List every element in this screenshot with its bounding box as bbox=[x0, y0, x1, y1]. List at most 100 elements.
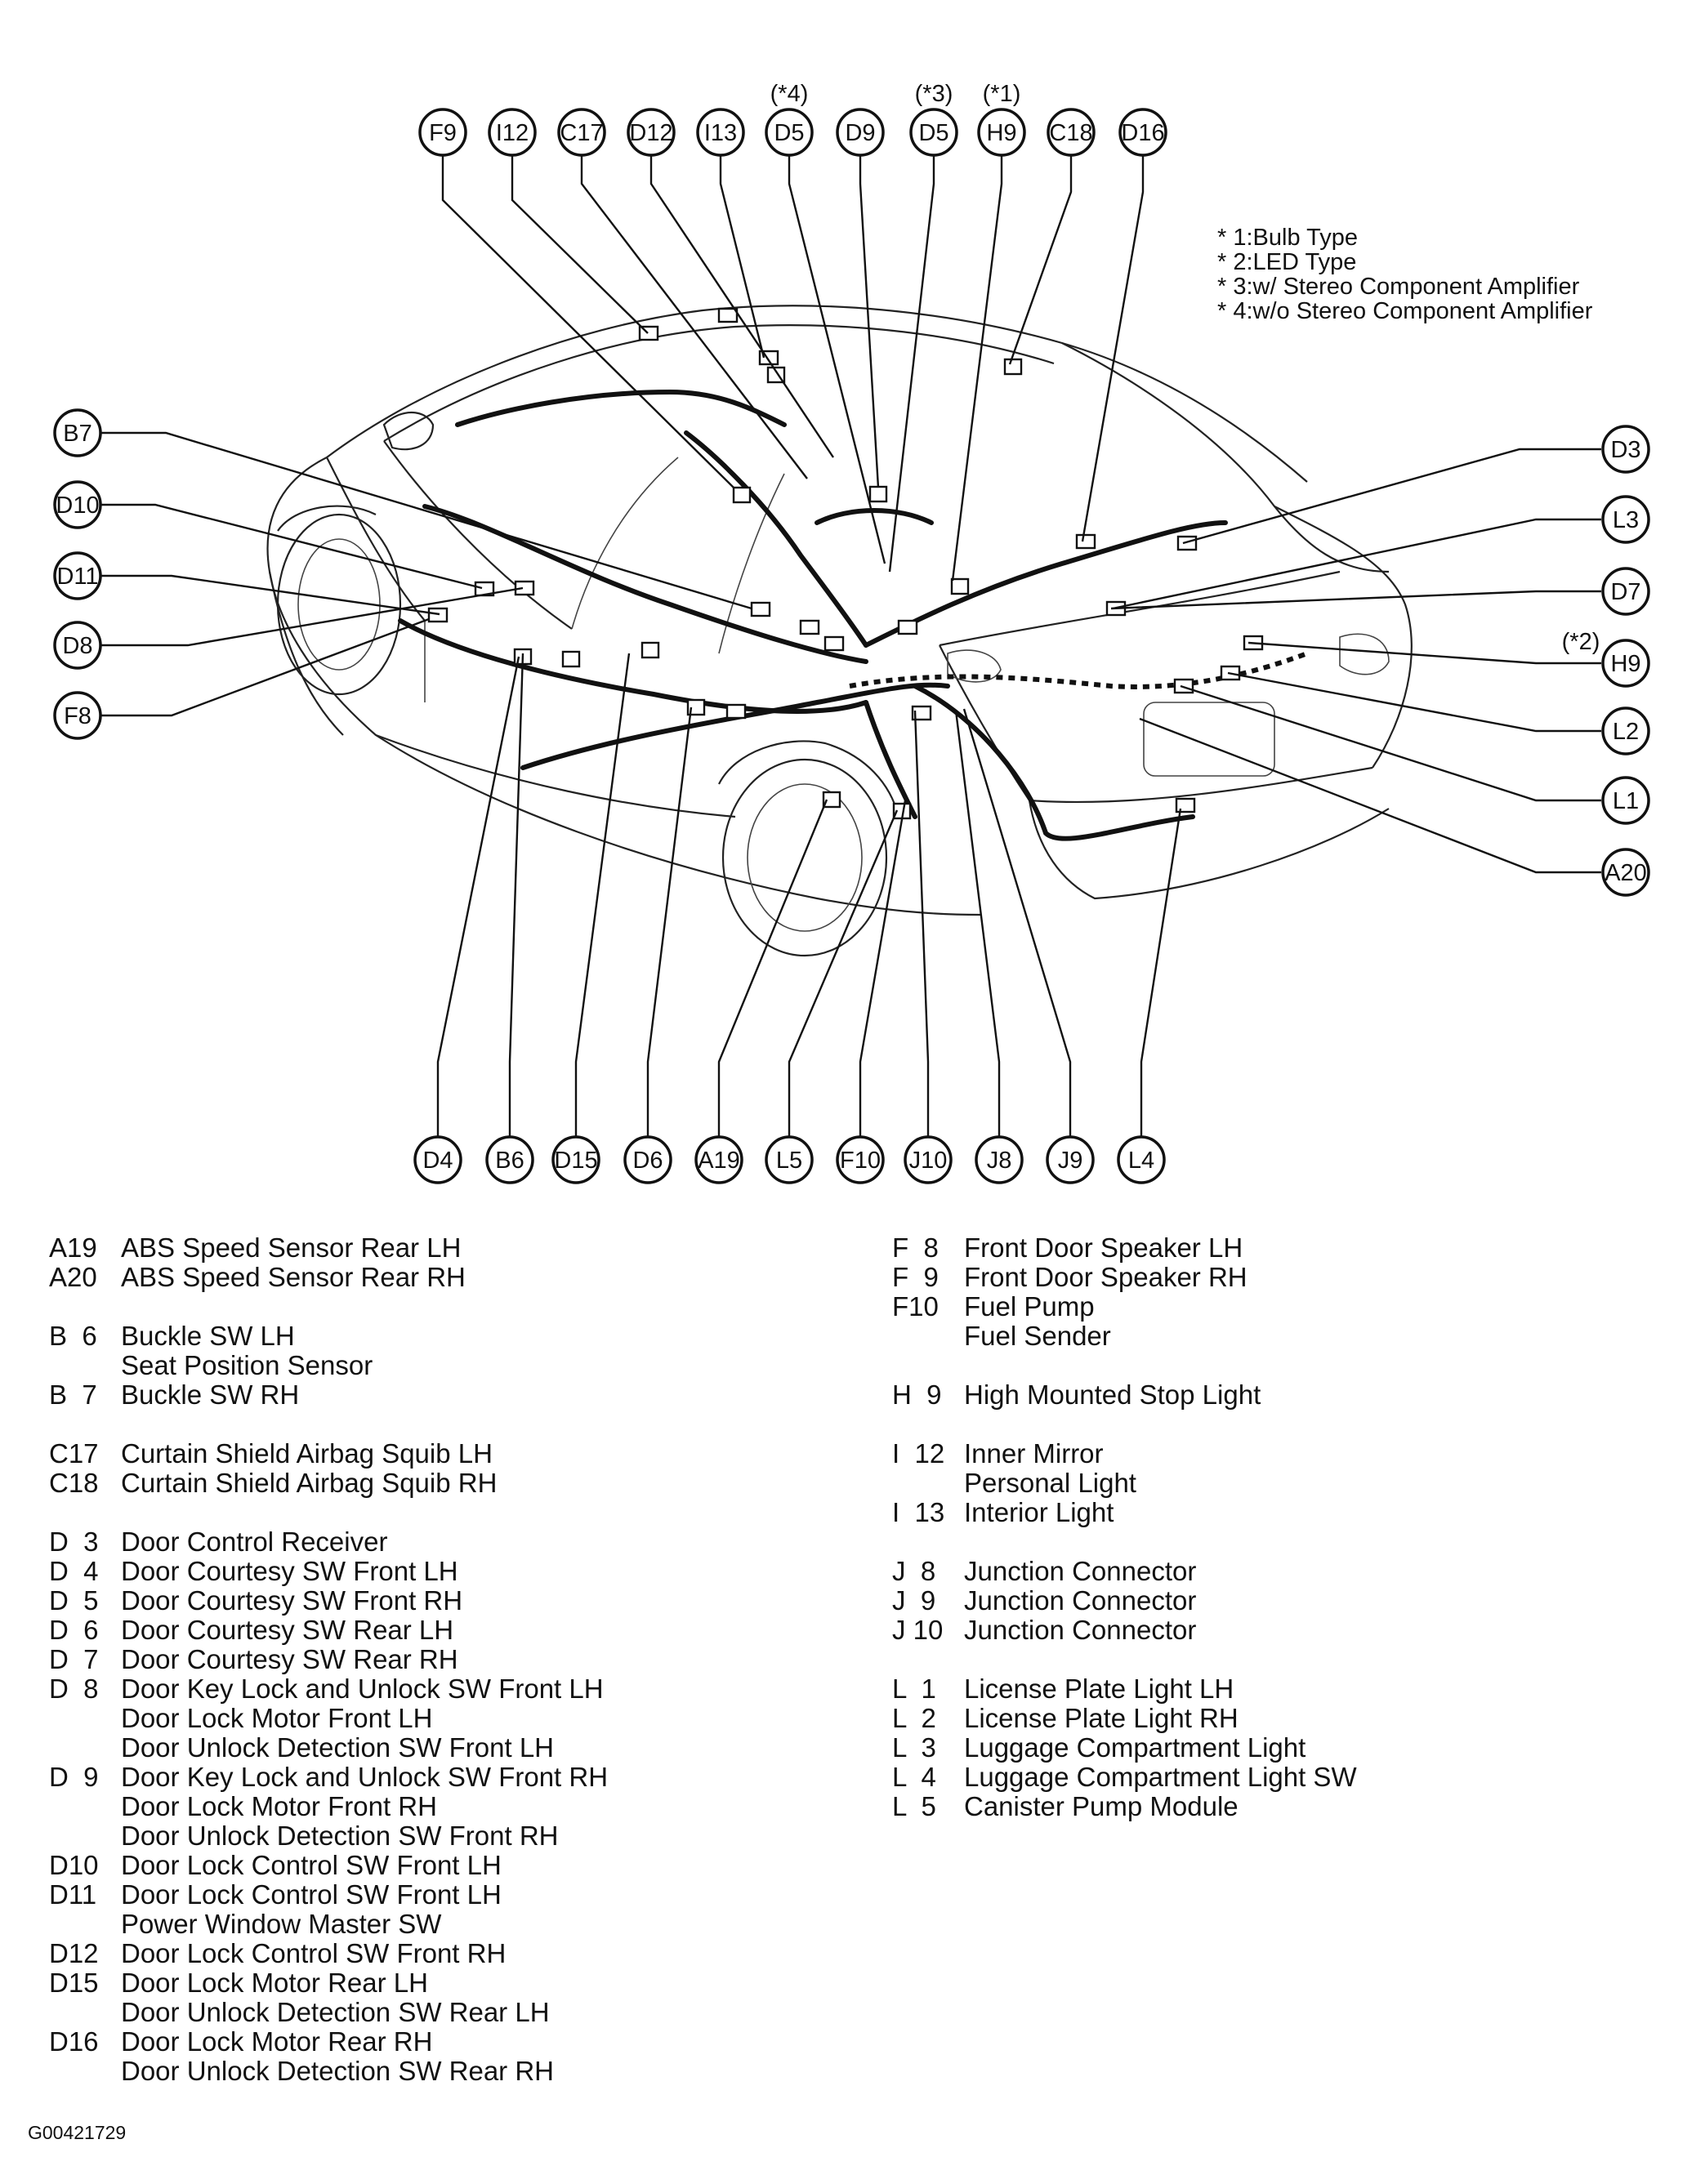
top-callouts: F9 I12 C17 D12 I13 D5 D9 D5 H9 C18 D16 (… bbox=[418, 81, 1167, 157]
legend-description-line: License Plate Light LH bbox=[964, 1674, 1234, 1704]
callout-d3[interactable]: D3 bbox=[1601, 425, 1650, 474]
callout-label: C18 bbox=[1049, 120, 1092, 146]
legend-code: F 8 bbox=[892, 1232, 939, 1263]
callout-h9-star2[interactable]: H9 bbox=[1601, 639, 1650, 688]
callout-b7[interactable]: B7 bbox=[53, 408, 102, 457]
variant-mark-star2: (*2) bbox=[1562, 629, 1600, 655]
legend-entry: C18 Curtain Shield Airbag Squib RH bbox=[49, 1469, 866, 1498]
legend-description: Luggage Compartment Light bbox=[964, 1733, 1627, 1763]
callout-d15[interactable]: D15 bbox=[551, 1135, 600, 1184]
callout-l5[interactable]: L5 bbox=[765, 1135, 814, 1184]
legend-code: D 4 bbox=[49, 1556, 99, 1586]
callout-label: D4 bbox=[422, 1148, 453, 1174]
callout-d9[interactable]: D9 bbox=[836, 108, 885, 157]
legend-description-line: Seat Position Sensor bbox=[121, 1350, 373, 1380]
callout-label: D5 bbox=[918, 120, 948, 146]
legend-description-line: Door Lock Control SW Front RH bbox=[121, 1938, 507, 1968]
legend-code: D11 bbox=[49, 1879, 97, 1910]
variant-mark-star1: (*1) bbox=[983, 81, 1021, 107]
legend-description-line: Buckle SW RH bbox=[121, 1379, 300, 1410]
callout-f8[interactable]: F8 bbox=[53, 691, 102, 740]
legend-description: Door Courtesy SW Front RH bbox=[121, 1586, 866, 1616]
legend-code: C18 bbox=[49, 1468, 99, 1498]
callout-label: B6 bbox=[495, 1148, 524, 1174]
legend-description-line: Front Door Speaker RH bbox=[964, 1262, 1248, 1292]
callout-label: D15 bbox=[554, 1148, 597, 1174]
legend-code: F 9 bbox=[892, 1262, 939, 1292]
callout-f10[interactable]: F10 bbox=[836, 1135, 885, 1184]
callout-d6[interactable]: D6 bbox=[623, 1135, 672, 1184]
legend-description-line: Junction Connector bbox=[964, 1585, 1197, 1616]
callout-label: H9 bbox=[1610, 651, 1640, 677]
legend-entry: F 9 Front Door Speaker RH bbox=[892, 1263, 1627, 1292]
callout-d5-star4[interactable]: D5 bbox=[765, 108, 814, 157]
footnote-2: * 2:LED Type bbox=[1217, 249, 1356, 275]
legend-description-line: Door Courtesy SW Rear RH bbox=[121, 1644, 458, 1674]
callout-b6[interactable]: B6 bbox=[485, 1135, 534, 1184]
callout-c17[interactable]: C17 bbox=[557, 108, 606, 157]
legend-description-line: Door Lock Motor Rear RH bbox=[121, 2026, 433, 2057]
callout-j9[interactable]: J9 bbox=[1046, 1135, 1095, 1184]
legend-description-line: Door Lock Motor Rear LH bbox=[121, 1968, 428, 1998]
callout-h9-star1[interactable]: H9 bbox=[977, 108, 1026, 157]
callout-j10[interactable]: J10 bbox=[904, 1135, 953, 1184]
callout-label: D6 bbox=[632, 1148, 663, 1174]
legend-code: L 2 bbox=[892, 1703, 936, 1733]
legend-description-line: Junction Connector bbox=[964, 1615, 1197, 1645]
callout-j8[interactable]: J8 bbox=[975, 1135, 1024, 1184]
callout-l1[interactable]: L1 bbox=[1601, 776, 1650, 825]
legend-code: A19 bbox=[49, 1232, 97, 1263]
legend-description-line: Door Lock Motor Front LH bbox=[121, 1703, 433, 1733]
legend-description-line: Door Lock Control SW Front LH bbox=[121, 1879, 502, 1910]
callout-d7[interactable]: D7 bbox=[1601, 567, 1650, 616]
legend-description: Door Lock Control SW Front RH bbox=[121, 1939, 866, 1968]
callout-c18[interactable]: C18 bbox=[1047, 108, 1096, 157]
callout-d12[interactable]: D12 bbox=[627, 108, 676, 157]
legend-description-line: Curtain Shield Airbag Squib RH bbox=[121, 1468, 498, 1498]
callout-d16[interactable]: D16 bbox=[1118, 108, 1167, 157]
legend-description-line: Luggage Compartment Light SW bbox=[964, 1762, 1357, 1792]
wire-harness bbox=[398, 389, 1309, 841]
callout-d5-star3[interactable]: D5 bbox=[909, 108, 958, 157]
variant-mark-star4: (*4) bbox=[770, 81, 809, 107]
callout-label: I12 bbox=[496, 120, 529, 146]
legend-code: A20 bbox=[49, 1262, 97, 1292]
callout-label: D8 bbox=[62, 633, 92, 659]
callout-label: J9 bbox=[1058, 1148, 1083, 1174]
legend-description-line: Power Window Master SW bbox=[121, 1909, 442, 1939]
legend-code: J 8 bbox=[892, 1556, 936, 1586]
callout-l2[interactable]: L2 bbox=[1601, 706, 1650, 755]
callout-label: F10 bbox=[840, 1148, 881, 1174]
callout-i12[interactable]: I12 bbox=[488, 108, 537, 157]
callout-d10[interactable]: D10 bbox=[53, 480, 102, 529]
callout-d8[interactable]: D8 bbox=[53, 621, 102, 670]
callout-l3[interactable]: L3 bbox=[1601, 495, 1650, 544]
callout-a20[interactable]: A20 bbox=[1601, 848, 1650, 897]
callout-l4[interactable]: L4 bbox=[1117, 1135, 1166, 1184]
callout-d11[interactable]: D11 bbox=[53, 551, 102, 600]
callout-i13[interactable]: I13 bbox=[696, 108, 745, 157]
legend-description-line: Door Courtesy SW Rear LH bbox=[121, 1615, 454, 1645]
callout-label: I13 bbox=[704, 120, 737, 146]
legend-description: Door Lock Control SW Front LH bbox=[121, 1851, 866, 1880]
callout-a19[interactable]: A19 bbox=[694, 1135, 743, 1184]
legend-description-line: Interior Light bbox=[964, 1497, 1114, 1527]
callout-f9[interactable]: F9 bbox=[418, 108, 467, 157]
legend-description-line: Door Courtesy SW Front LH bbox=[121, 1556, 458, 1586]
callout-d4[interactable]: D4 bbox=[413, 1135, 462, 1184]
